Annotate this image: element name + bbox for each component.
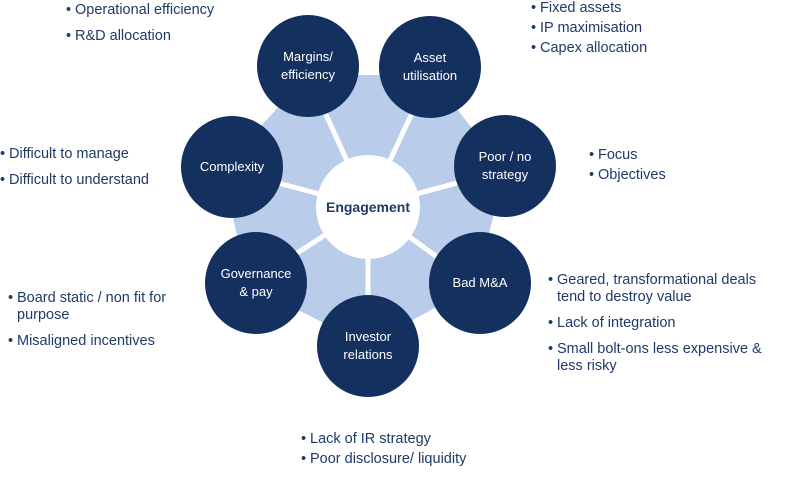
bullets-strategy: Focus Objectives bbox=[589, 147, 749, 187]
hub-circle bbox=[316, 155, 420, 259]
bullet-item: Objectives bbox=[589, 167, 749, 184]
node-investor bbox=[317, 295, 419, 397]
bullets-asset: Fixed assets IP maximisation Capex alloc… bbox=[531, 0, 731, 60]
node-label-ma: Bad M&A bbox=[452, 275, 508, 290]
hub-label: Engagement bbox=[325, 199, 410, 215]
bullet-item: Board static / non fit for purpose bbox=[8, 290, 198, 324]
node-ma bbox=[429, 232, 531, 334]
bullet-item: Capex allocation bbox=[531, 40, 731, 57]
bullets-complexity: Difficult to manage Difficult to underst… bbox=[0, 146, 180, 198]
node-label-investor: Investor relations bbox=[343, 329, 393, 362]
node-label-strategy: Poor / no strategy bbox=[478, 149, 532, 182]
bullet-item: Poor disclosure/ liquidity bbox=[301, 451, 541, 468]
bullets-investor: Lack of IR strategy Poor disclosure/ liq… bbox=[301, 431, 541, 471]
node-complexity bbox=[181, 116, 283, 218]
bullets-ma: Geared, transformational deals tend to d… bbox=[548, 272, 778, 384]
node-label-complexity: Complexity bbox=[199, 159, 265, 174]
bullets-margins: Operational efficiency R&D allocation bbox=[66, 2, 256, 54]
bullet-item: Focus bbox=[589, 147, 749, 164]
node-label-asset: Asset utilisation bbox=[402, 50, 458, 83]
bullet-item: R&D allocation bbox=[66, 28, 256, 45]
node-strategy bbox=[454, 115, 556, 217]
bullet-item: Small bolt-ons less expensive & less ris… bbox=[548, 341, 778, 375]
bullets-governance: Board static / non fit for purpose Misal… bbox=[8, 290, 198, 359]
node-label-margins: Margins/ efficiency bbox=[281, 49, 335, 82]
bullet-item: Geared, transformational deals tend to d… bbox=[548, 272, 778, 306]
bullet-item: Misaligned incentives bbox=[8, 333, 198, 350]
bullet-item: Difficult to manage bbox=[0, 146, 180, 163]
node-label-governance: Governance & pay bbox=[220, 266, 292, 299]
bullet-item: IP maximisation bbox=[531, 20, 731, 37]
bullet-item: Operational efficiency bbox=[66, 2, 256, 19]
node-margins bbox=[257, 15, 359, 117]
bullet-item: Difficult to understand bbox=[0, 172, 180, 189]
bullet-item: Lack of integration bbox=[548, 315, 778, 332]
bullet-item: Lack of IR strategy bbox=[301, 431, 541, 448]
bullet-item: Fixed assets bbox=[531, 0, 731, 17]
node-asset bbox=[379, 16, 481, 118]
node-governance bbox=[205, 232, 307, 334]
